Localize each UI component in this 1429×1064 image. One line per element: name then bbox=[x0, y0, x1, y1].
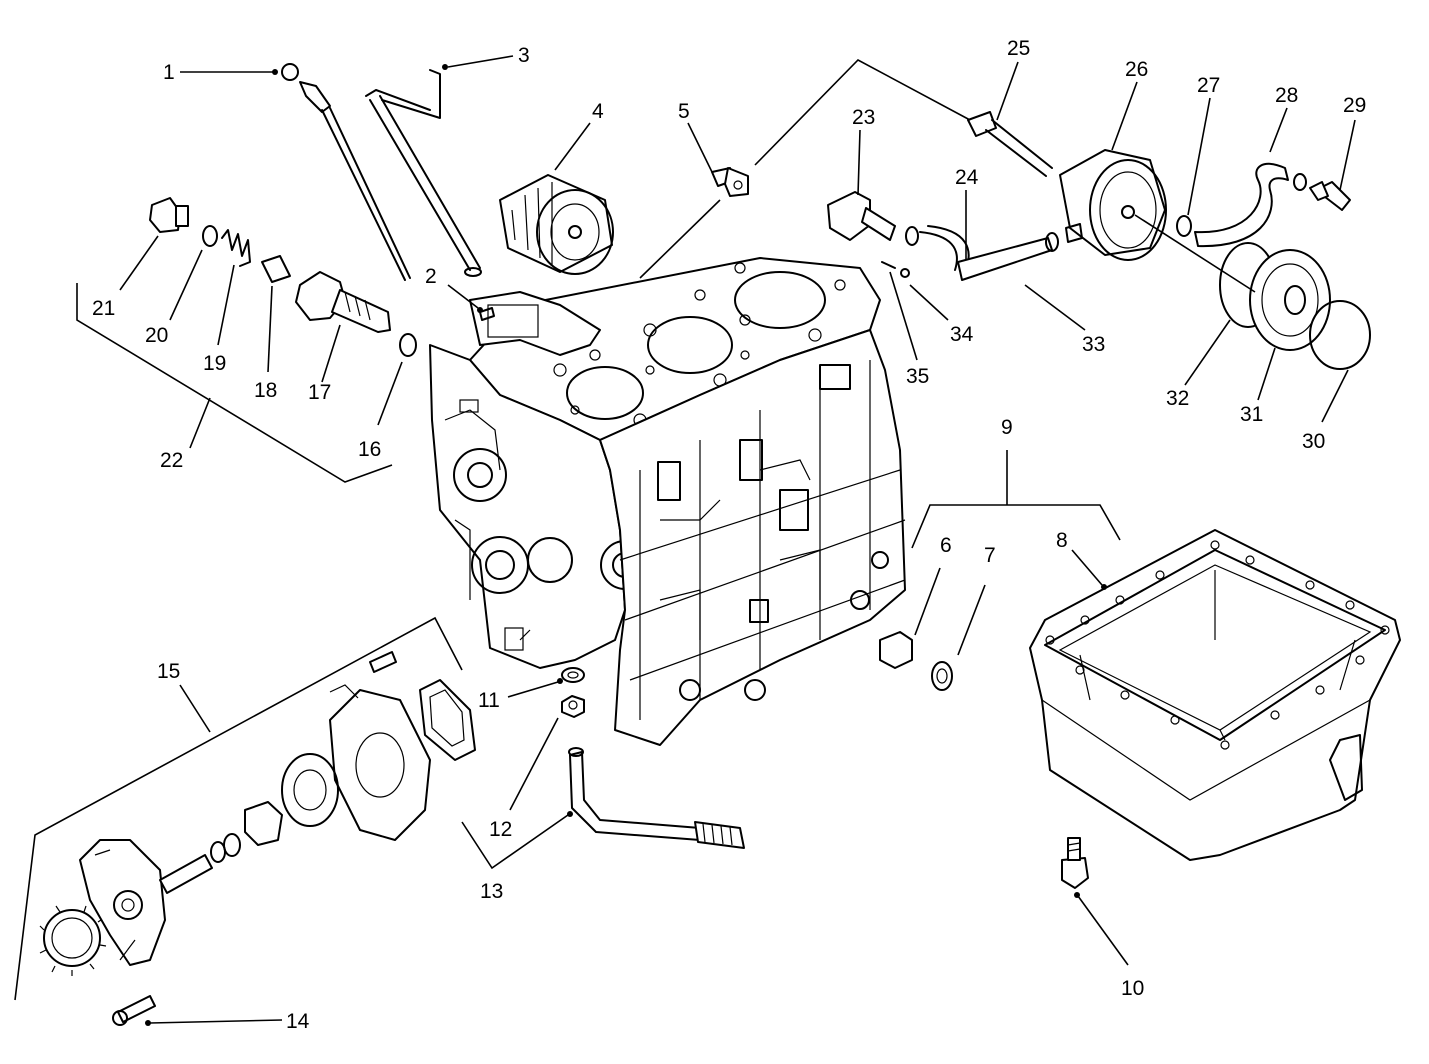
washer-nut-parts bbox=[561, 667, 585, 718]
callout-18: 18 bbox=[254, 379, 277, 402]
callout-1: 1 bbox=[163, 61, 175, 84]
callout-2: 2 bbox=[425, 265, 437, 288]
callout-32: 32 bbox=[1166, 387, 1189, 410]
callout-26: 26 bbox=[1125, 58, 1148, 81]
callout-6: 6 bbox=[940, 534, 952, 557]
callout-16: 16 bbox=[358, 438, 381, 461]
oil-pump-assembly-part bbox=[39, 651, 476, 1026]
callout-10: 10 bbox=[1121, 977, 1144, 1000]
callout-27: 27 bbox=[1197, 74, 1220, 97]
callout-23: 23 bbox=[852, 106, 875, 129]
oil-pressure-switch-part bbox=[711, 167, 749, 197]
drain-plug-part bbox=[1061, 837, 1089, 889]
oil-filter-part bbox=[499, 174, 614, 275]
callout-8: 8 bbox=[1056, 529, 1068, 552]
callout-33: 33 bbox=[1082, 333, 1105, 356]
callout-labels: 1 2 3 4 5 6 7 8 9 10 11 12 13 14 15 16 1… bbox=[92, 37, 1366, 1033]
callout-29: 29 bbox=[1343, 94, 1366, 117]
callout-9: 9 bbox=[1001, 416, 1013, 439]
callout-28: 28 bbox=[1275, 84, 1298, 107]
callout-15: 15 bbox=[157, 660, 180, 683]
callout-5: 5 bbox=[678, 100, 690, 123]
cylinder-block-part bbox=[429, 257, 906, 746]
callout-13: 13 bbox=[480, 880, 503, 903]
oil-pan-part bbox=[1029, 529, 1401, 861]
callout-3: 3 bbox=[518, 44, 530, 67]
callout-4: 4 bbox=[592, 100, 604, 123]
plug-gasket-parts bbox=[879, 631, 953, 691]
dowel-pin-part bbox=[479, 307, 495, 321]
relief-valve-parts bbox=[149, 197, 417, 357]
oil-strainer-part bbox=[568, 747, 745, 849]
callout-35: 35 bbox=[906, 365, 929, 388]
callout-34: 34 bbox=[950, 323, 974, 346]
callout-20: 20 bbox=[145, 324, 168, 347]
callout-25: 25 bbox=[1007, 37, 1030, 60]
callout-21: 21 bbox=[92, 297, 115, 320]
callout-12: 12 bbox=[489, 818, 512, 841]
dipstick-part bbox=[281, 63, 411, 281]
callout-31: 31 bbox=[1240, 403, 1263, 426]
callout-7: 7 bbox=[984, 544, 996, 567]
leader-lines bbox=[14, 55, 1356, 1026]
callout-11: 11 bbox=[478, 689, 500, 712]
callout-17: 17 bbox=[308, 381, 331, 404]
callout-14: 14 bbox=[286, 1010, 310, 1033]
dipstick-guide-part bbox=[365, 69, 482, 277]
oil-cooler-assembly-part bbox=[827, 111, 1371, 370]
callout-30: 30 bbox=[1302, 430, 1325, 453]
callout-22: 22 bbox=[160, 449, 183, 472]
callout-19: 19 bbox=[203, 352, 226, 375]
callout-24: 24 bbox=[955, 166, 979, 189]
